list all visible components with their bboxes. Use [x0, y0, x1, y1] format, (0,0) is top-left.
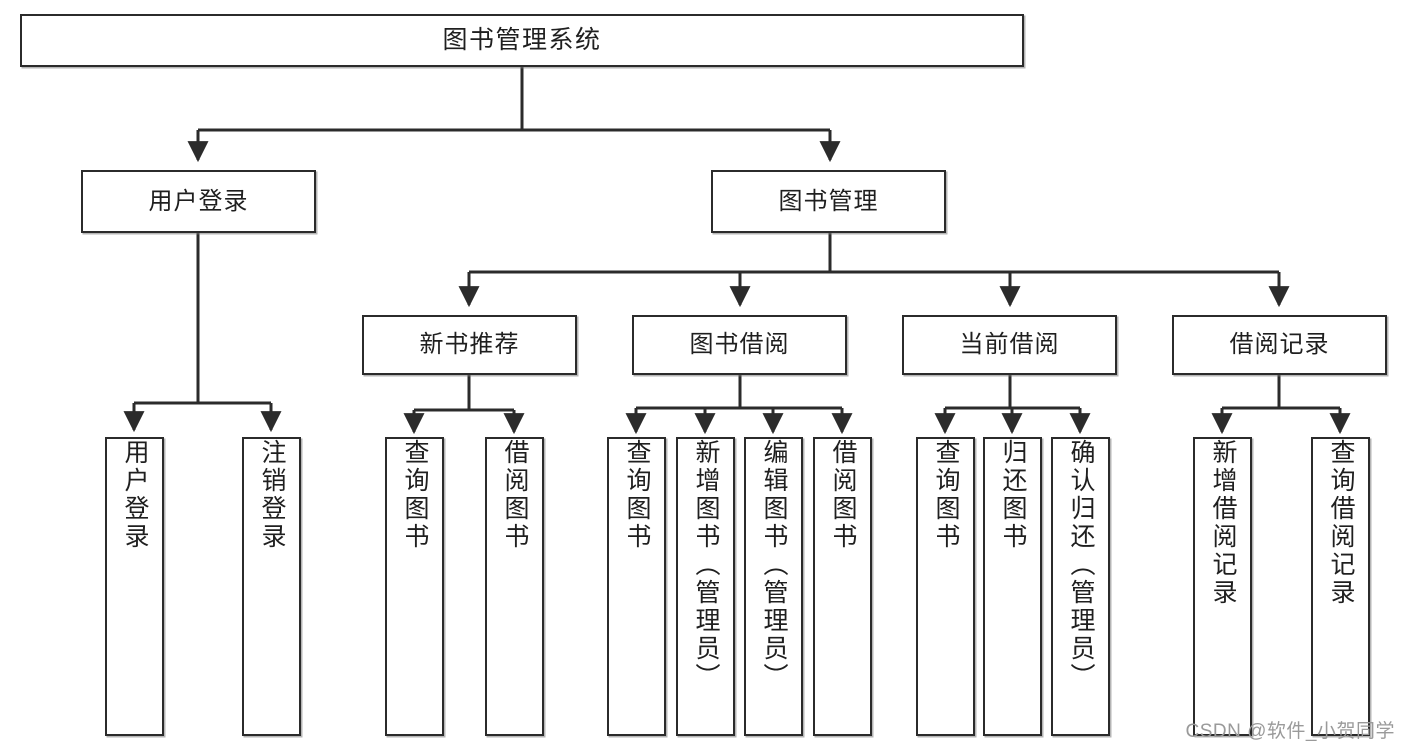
node-label: 查询图书: [623, 439, 651, 551]
leaf-user-login-login[interactable]: 用户登录: [105, 437, 164, 736]
leaf-current-borrow-return[interactable]: 归还图书: [983, 437, 1042, 736]
node-label: 归还图书: [999, 439, 1027, 551]
node-label: 查询图书: [932, 439, 960, 551]
node-label: 借阅图书: [829, 439, 857, 551]
node-user-login[interactable]: 用户登录: [81, 170, 316, 233]
node-label: 借阅图书: [501, 439, 529, 551]
leaf-book-borrow-add[interactable]: 新增图书（管理员）: [676, 437, 735, 736]
node-current-borrow[interactable]: 当前借阅: [902, 315, 1117, 375]
node-label: 图书管理: [778, 187, 879, 215]
leaf-current-borrow-query[interactable]: 查询图书: [916, 437, 975, 736]
leaf-book-borrow-edit[interactable]: 编辑图书（管理员）: [744, 437, 803, 736]
node-label: 注销登录: [258, 439, 286, 551]
node-label: 查询借阅记录: [1327, 439, 1355, 607]
node-label: 新增借阅记录: [1209, 439, 1237, 607]
node-label: 图书管理系统: [442, 26, 602, 55]
csdn-watermark: CSDN @软件_小贺同学: [1185, 721, 1395, 742]
node-label: 新书推荐: [419, 331, 520, 359]
leaf-user-login-logout[interactable]: 注销登录: [242, 437, 301, 736]
leaf-borrow-record-add[interactable]: 新增借阅记录: [1193, 437, 1252, 736]
leaf-book-borrow-query[interactable]: 查询图书: [607, 437, 666, 736]
node-label: 用户登录: [121, 439, 149, 551]
node-label: 新增图书（管理员）: [692, 439, 720, 691]
node-new-book-recommend[interactable]: 新书推荐: [362, 315, 577, 375]
leaf-new-book-query[interactable]: 查询图书: [385, 437, 444, 736]
node-label: 图书借阅: [689, 331, 790, 359]
node-book-borrow[interactable]: 图书借阅: [632, 315, 847, 375]
node-root-book-management-system[interactable]: 图书管理系统: [20, 14, 1024, 67]
leaf-current-borrow-confirm-return[interactable]: 确认归还（管理员）: [1051, 437, 1110, 736]
node-label: 查询图书: [401, 439, 429, 551]
leaf-book-borrow-borrow[interactable]: 借阅图书: [813, 437, 872, 736]
node-label: 确认归还（管理员）: [1067, 439, 1095, 691]
node-label: 编辑图书（管理员）: [760, 439, 788, 691]
node-label: 用户登录: [148, 187, 249, 215]
node-label: 借阅记录: [1229, 331, 1330, 359]
leaf-new-book-borrow[interactable]: 借阅图书: [485, 437, 544, 736]
node-borrow-record[interactable]: 借阅记录: [1172, 315, 1387, 375]
node-book-management[interactable]: 图书管理: [711, 170, 946, 233]
leaf-borrow-record-query[interactable]: 查询借阅记录: [1311, 437, 1370, 736]
node-label: 当前借阅: [959, 331, 1060, 359]
